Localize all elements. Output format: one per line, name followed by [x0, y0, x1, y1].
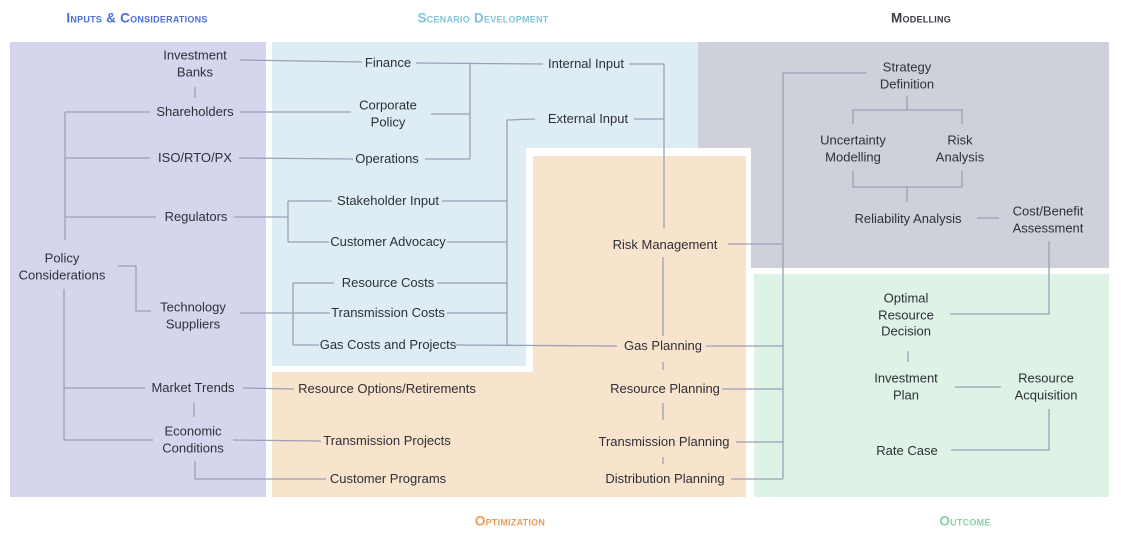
connector-line — [852, 171, 963, 188]
node-shareholders: Shareholders — [156, 103, 234, 119]
connector-line — [951, 409, 1050, 451]
connector-line — [506, 118, 536, 121]
connector-line — [239, 59, 363, 63]
region-optimization-bg — [272, 372, 746, 497]
connector-line — [852, 109, 963, 124]
node-risk-analysis: Risk Analysis — [935, 132, 985, 165]
connector-line — [118, 265, 151, 312]
connector-line — [454, 344, 618, 347]
connector-line — [238, 157, 354, 160]
section-title-optimization: Optimization — [474, 513, 546, 529]
node-risk-management: Risk Management — [612, 236, 718, 252]
node-gas-costs-and-projects: Gas Costs and Projects — [319, 336, 457, 352]
connector-line — [232, 439, 322, 442]
section-title-scenario-development: Scenario Development — [417, 10, 549, 26]
region-inputs-considerations-bg — [10, 42, 266, 497]
node-rate-case: Rate Case — [876, 442, 938, 458]
node-external-input: External Input — [547, 110, 629, 126]
node-customer-programs: Customer Programs — [329, 470, 447, 486]
node-uncertainty-modelling: Uncertainty Modelling — [820, 132, 886, 165]
region-outcome-bg — [754, 274, 1109, 497]
node-resource-planning: Resource Planning — [610, 380, 720, 396]
node-reliability-analysis: Reliability Analysis — [854, 210, 962, 226]
connector-line — [950, 241, 1050, 315]
region-modelling-bg — [698, 42, 1109, 268]
connector-line — [242, 387, 295, 390]
connector-line — [415, 62, 544, 65]
node-market-trends: Market Trends — [151, 379, 235, 395]
section-title-outcome: Outcome — [939, 513, 991, 529]
node-iso-rto-px: ISO/RTO/PX — [158, 149, 232, 165]
node-distribution-planning: Distribution Planning — [605, 470, 725, 486]
node-corporate-policy: Corporate Policy — [359, 97, 417, 130]
connector-line — [194, 461, 326, 480]
node-finance: Finance — [364, 54, 412, 70]
node-resource-acquisition: Resource Acquisition — [1014, 370, 1078, 403]
node-technology-suppliers: Technology Suppliers — [160, 299, 226, 332]
node-cost-benefit-assessment: Cost/Benefit Assessment — [1012, 203, 1084, 236]
node-resource-options-retirements: Resource Options/Retirements — [298, 380, 476, 396]
node-resource-costs: Resource Costs — [341, 274, 435, 290]
section-title-inputs-considerations: Inputs & Considerations — [66, 10, 208, 26]
node-customer-advocacy: Customer Advocacy — [330, 233, 446, 249]
node-economic-conditions: Economic Conditions — [162, 423, 224, 456]
node-transmission-projects: Transmission Projects — [323, 432, 451, 448]
node-policy-considerations: Policy Considerations — [18, 250, 106, 283]
node-operations: Operations — [355, 150, 419, 166]
node-gas-planning: Gas Planning — [623, 337, 703, 353]
node-transmission-planning: Transmission Planning — [598, 433, 730, 449]
node-investment-banks: Investment Banks — [163, 47, 227, 80]
section-title-modelling: Modelling — [891, 10, 951, 26]
node-investment-plan: Investment Plan — [874, 370, 938, 403]
node-stakeholder-input: Stakeholder Input — [337, 192, 439, 208]
node-regulators: Regulators — [164, 208, 228, 224]
node-optimal-resource-decision: Optimal Resource Decision — [878, 290, 934, 339]
node-internal-input: Internal Input — [548, 55, 624, 71]
node-transmission-costs: Transmission Costs — [331, 304, 445, 320]
node-strategy-definition: Strategy Definition — [879, 59, 935, 92]
